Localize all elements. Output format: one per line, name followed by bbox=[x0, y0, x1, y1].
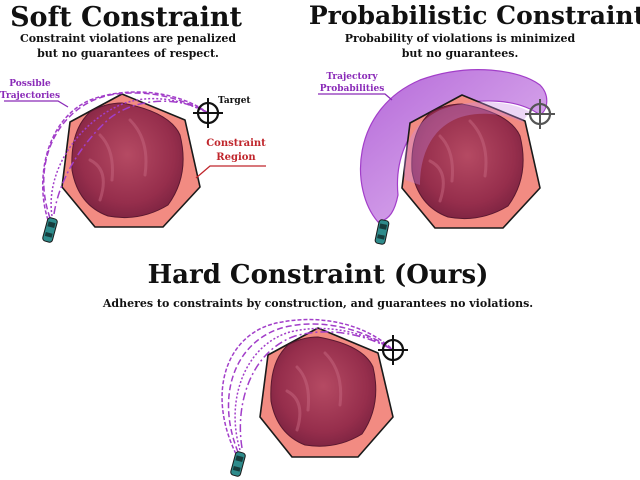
hard-car-icon bbox=[230, 451, 246, 477]
soft-trajectories-leader bbox=[4, 100, 69, 108]
hard-title: Hard Constraint (Ours) bbox=[148, 260, 489, 290]
soft-trajectory-4 bbox=[42, 91, 209, 221]
soft-region-label-line2: Region bbox=[216, 152, 256, 163]
probabilistic-car-icon bbox=[374, 219, 390, 245]
probabilistic-probability-band bbox=[359, 69, 548, 223]
hard-trajectory-4 bbox=[221, 318, 394, 455]
soft-trajectories bbox=[42, 91, 209, 221]
probabilistic-subtitle-line1: Probability of violations is minimized bbox=[345, 32, 576, 45]
probabilistic-constraint-panel: Probabilistic Constraint Probability of … bbox=[309, 1, 640, 245]
probabilistic-title: Probabilistic Constraint bbox=[309, 1, 640, 30]
soft-trajectory-1 bbox=[42, 92, 209, 219]
hard-subtitle: Adheres to constraints by construction, … bbox=[102, 297, 533, 310]
probabilistic-label-line1: Trajectory bbox=[326, 72, 378, 82]
soft-trajectories-label-line1: Possible bbox=[9, 79, 51, 89]
hard-trajectories bbox=[221, 318, 394, 455]
soft-title: Soft Constraint bbox=[10, 2, 242, 33]
hard-target-icon bbox=[378, 335, 408, 365]
probabilistic-label-leader bbox=[318, 93, 393, 101]
soft-region-leader bbox=[195, 165, 266, 179]
probabilistic-constraint-region bbox=[401, 94, 541, 229]
soft-target-icon bbox=[193, 98, 223, 128]
soft-subtitle-line1: Constraint violations are penalized bbox=[20, 32, 236, 45]
hard-trajectory-2 bbox=[234, 327, 394, 451]
soft-region-label-line1: Constraint bbox=[206, 138, 266, 149]
hard-constraint-panel: Hard Constraint (Ours) Adheres to constr… bbox=[102, 260, 533, 477]
probabilistic-region-inner bbox=[411, 103, 524, 220]
probabilistic-target-icon bbox=[525, 99, 555, 129]
soft-trajectory-3 bbox=[53, 100, 209, 215]
hard-region-inner bbox=[270, 336, 377, 447]
probabilistic-subtitle-line2: but no guarantees. bbox=[402, 47, 519, 60]
soft-subtitle-line2: but no guarantees of respect. bbox=[37, 47, 219, 60]
soft-region-inner bbox=[71, 102, 184, 219]
hard-trajectory-3 bbox=[239, 331, 394, 449]
hard-constraint-region bbox=[259, 327, 394, 458]
soft-car-icon bbox=[42, 217, 58, 243]
soft-trajectory-2 bbox=[50, 97, 209, 217]
soft-constraint-panel: Soft Constraint Constraint violations ar… bbox=[0, 2, 266, 243]
soft-target-label: Target bbox=[218, 96, 251, 106]
soft-trajectories-label-line2: Trajectories bbox=[0, 91, 60, 101]
hard-trajectory-1 bbox=[227, 323, 394, 453]
soft-constraint-region bbox=[61, 93, 201, 228]
probabilistic-label-line2: Probabilities bbox=[320, 84, 385, 94]
